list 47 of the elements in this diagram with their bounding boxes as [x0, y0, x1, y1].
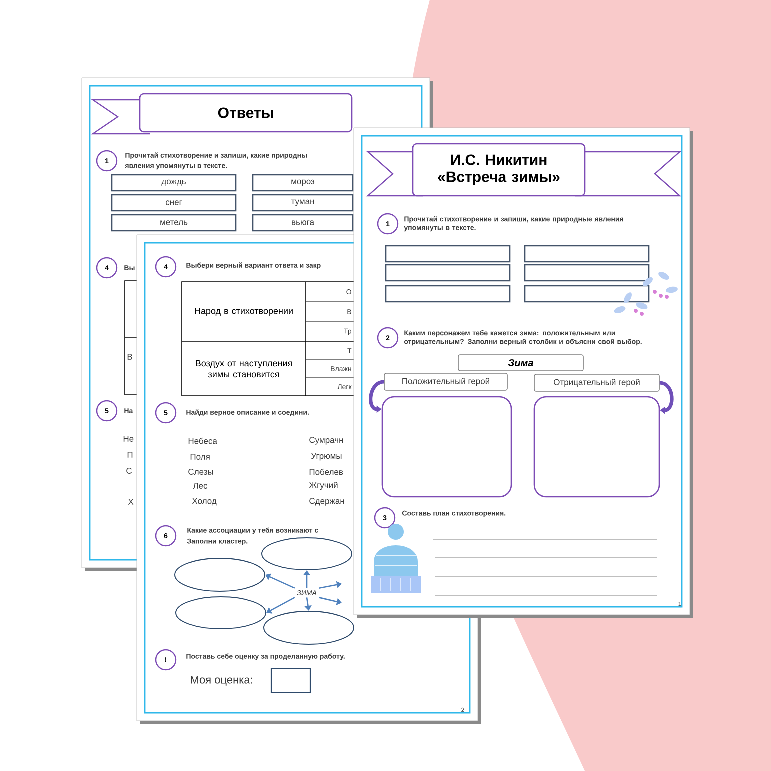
arrow — [318, 581, 342, 589]
heading-box: Зима — [458, 354, 584, 372]
text-fragment: В — [128, 354, 132, 360]
answer-box: вьюга — [252, 214, 354, 232]
answer-box — [524, 245, 650, 263]
matching-word: Жгучий — [309, 482, 338, 490]
grade-label: Моя оценка: — [191, 676, 252, 686]
arrow — [266, 574, 296, 589]
answer-frame — [382, 396, 512, 498]
cluster-ellipse — [174, 558, 266, 592]
matching-word: Холод — [192, 498, 217, 506]
cluster-ellipse — [176, 596, 266, 630]
text-fragment: С — [126, 468, 132, 474]
matching-word: Побелев — [310, 468, 344, 476]
text-fragment: Х — [128, 499, 134, 505]
answer-box: снег — [111, 194, 237, 212]
answer-box — [385, 264, 511, 282]
matching-word: Сдержан — [310, 498, 344, 506]
answer-box: мороз — [252, 174, 354, 192]
text-fragment: П — [128, 452, 133, 458]
column-heading-box: Положительный герой — [384, 373, 508, 391]
cluster-ellipse — [262, 538, 352, 570]
answer-box — [524, 264, 650, 282]
matching-word: Слезы — [188, 469, 214, 475]
matching-word: Угрюмы — [311, 453, 342, 461]
grade-box — [270, 668, 312, 694]
title-ribbon: И.С. Никитин «Встреча зимы» — [366, 143, 682, 197]
answer-box: метель — [111, 214, 237, 232]
answer-frame — [534, 396, 660, 498]
column-heading-box: Отрицательный герой — [534, 374, 660, 392]
matching-word: Лес — [193, 483, 208, 489]
table-cell-text: Народ в стихотворении — [195, 308, 293, 316]
text-fragment: Не — [124, 436, 134, 442]
matching-word: Поля — [190, 454, 210, 460]
answer-box: дождь — [111, 174, 237, 192]
arrow — [266, 597, 296, 614]
cluster-ellipse — [264, 611, 354, 645]
matching-word: Небеса — [188, 438, 218, 444]
answer-box: туман — [252, 194, 354, 212]
arrow — [318, 597, 342, 606]
answer-box — [385, 245, 511, 263]
table-cell-text: Воздух от наступления зимы становится — [196, 360, 292, 378]
arrow — [660, 381, 674, 414]
answer-box — [385, 285, 511, 303]
title-ribbon: Ответы — [91, 93, 353, 135]
matching-word: Сумрачн — [310, 437, 344, 445]
answer-box — [524, 285, 650, 303]
